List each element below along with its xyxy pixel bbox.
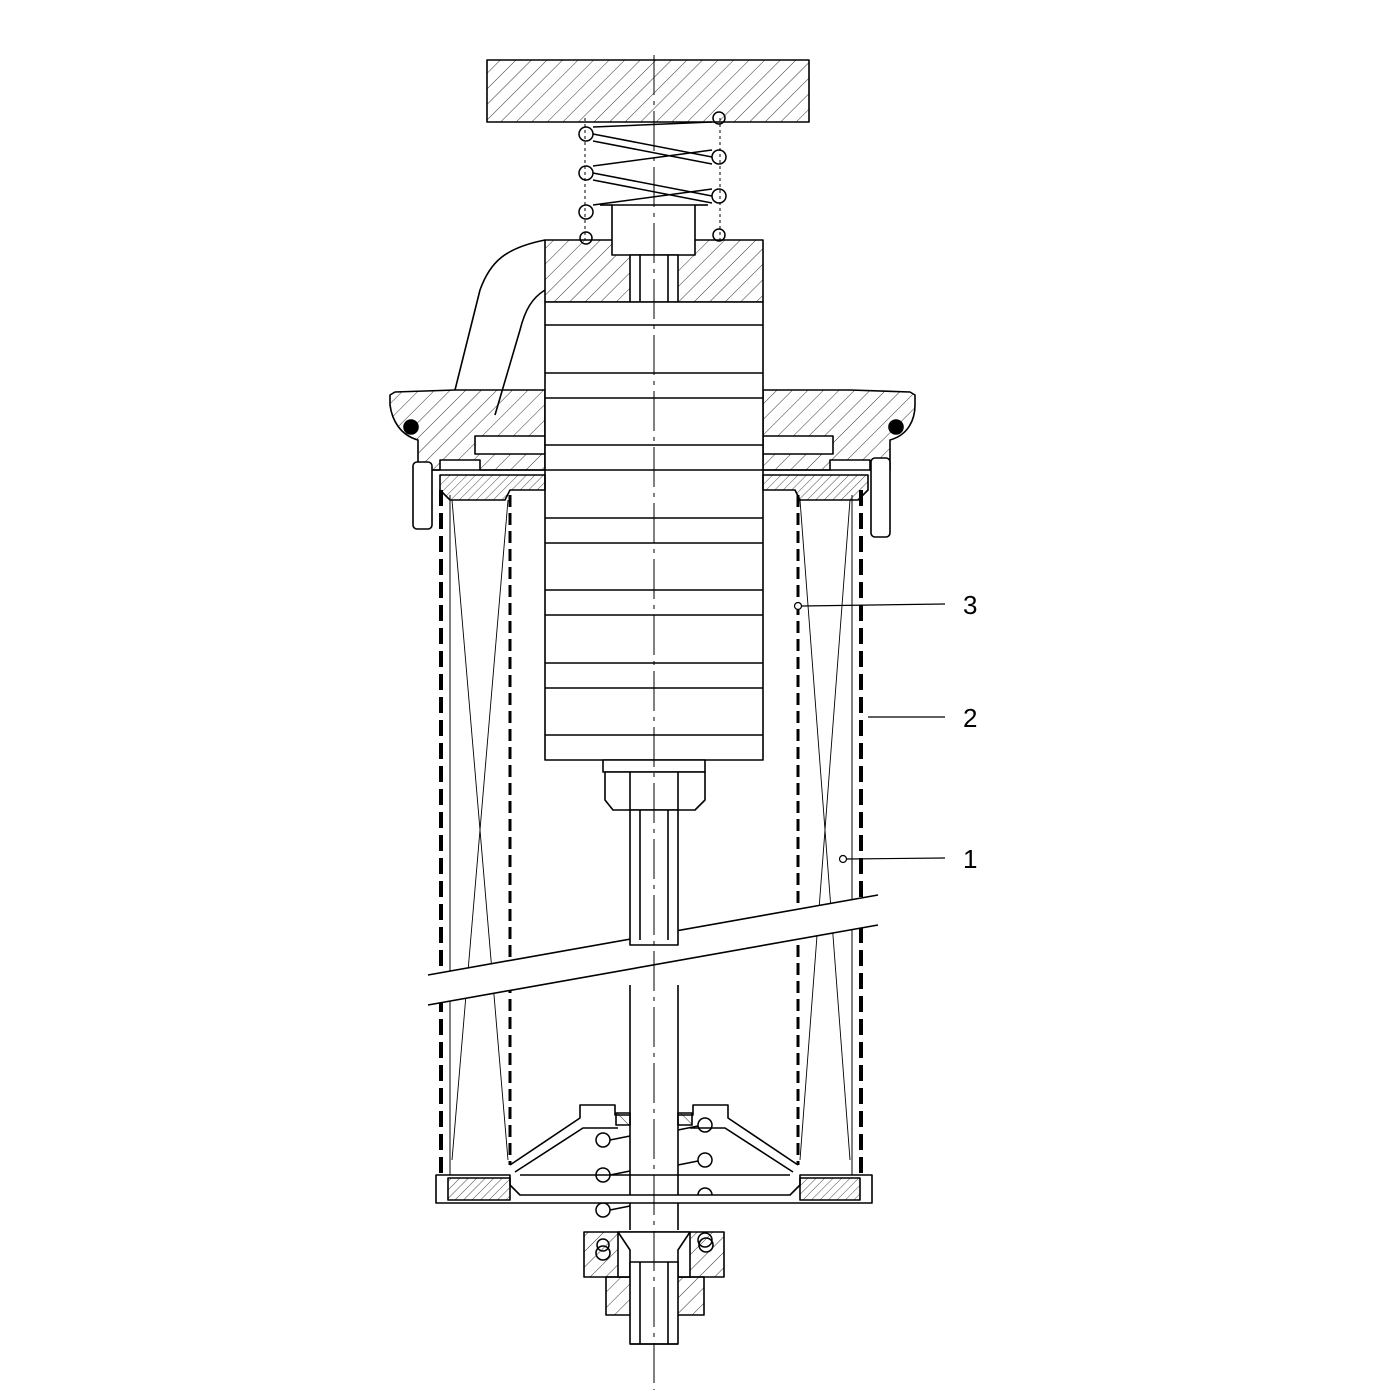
lower-end-cap xyxy=(435,1174,873,1204)
callout-leaders xyxy=(793,601,946,864)
upper-spring xyxy=(578,111,727,245)
bail-handle xyxy=(454,239,546,416)
callout-label-2: 2 xyxy=(963,703,977,733)
upper-end-cap xyxy=(439,474,869,501)
top-plate xyxy=(486,59,810,123)
callout-label-3: 3 xyxy=(963,590,977,620)
latch-clips xyxy=(412,457,891,538)
filter-medium-pleats xyxy=(451,499,851,1161)
bypass-valve-housing xyxy=(509,1104,799,1173)
callout-label-1: 1 xyxy=(963,844,977,874)
